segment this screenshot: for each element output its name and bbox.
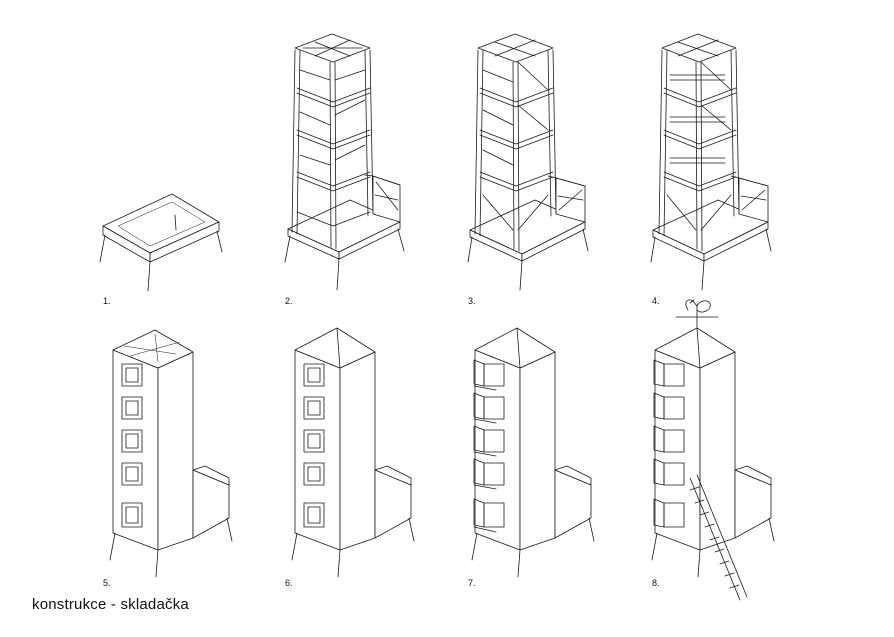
step-4-drawing [650, 33, 772, 291]
step-label-8: 8. [652, 578, 660, 588]
step-label-6: 6. [285, 578, 293, 588]
step-label-1: 1. [103, 296, 111, 306]
step-8-drawing [651, 299, 775, 601]
ladder-drawing [689, 474, 748, 601]
step-1-drawing [99, 193, 223, 292]
step-label-7: 7. [468, 578, 476, 588]
sheet-caption: konstrukce - skladačka [32, 596, 189, 613]
step-label-4: 4. [652, 296, 660, 306]
step-label-5: 5. [103, 578, 111, 588]
step-5-drawing [109, 329, 233, 578]
step-label-3: 3. [468, 296, 476, 306]
step-3-drawing [467, 33, 589, 291]
step-2-drawing [284, 33, 405, 291]
step-6-drawing [291, 327, 415, 578]
step-7-drawing [471, 327, 595, 578]
step-label-2: 2. [285, 296, 293, 306]
weathervane-drawing [675, 299, 719, 329]
